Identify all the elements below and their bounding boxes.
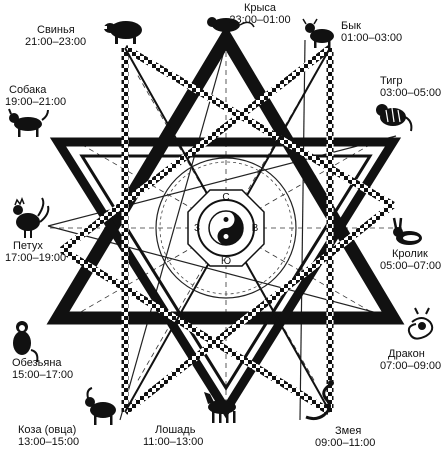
- compass-north: С: [222, 192, 229, 203]
- zodiac-name: Петух: [13, 240, 43, 252]
- zodiac-time: 21:00–23:00: [25, 36, 87, 48]
- label-snake: Змея 09:00–11:00: [315, 425, 375, 449]
- zodiac-name: Бык: [341, 20, 361, 32]
- zodiac-name: Змея: [335, 425, 362, 437]
- yin-yang-icon: [208, 210, 244, 246]
- rabbit-icon: [392, 217, 422, 245]
- label-rat: Крыса 23:00–01:00: [229, 2, 290, 26]
- zodiac-time: 13:00–15:00: [18, 436, 80, 448]
- zodiac-name: Собака: [9, 84, 47, 96]
- zodiac-name: Свинья: [37, 24, 75, 36]
- monkey-icon: [13, 321, 39, 363]
- label-rooster: Петух 17:00–19:00: [5, 240, 66, 264]
- rat-icon: [207, 17, 255, 32]
- zodiac-name: Обезьяна: [12, 357, 62, 369]
- label-goat: Коза (овца) 13:00–15:00: [18, 424, 79, 448]
- zodiac-name: Лошадь: [155, 424, 196, 436]
- zodiac-name: Коза (овца): [18, 424, 77, 436]
- goat-icon: [85, 387, 116, 425]
- zodiac-time: 01:00–03:00: [341, 32, 403, 44]
- label-monkey: Обезьяна 15:00–17:00: [12, 357, 73, 381]
- outer-circle: [155, 157, 297, 299]
- dragon-icon: [407, 307, 434, 340]
- label-horse: Лошадь 11:00–13:00: [143, 424, 203, 448]
- zodiac-time: 05:00–07:00: [380, 260, 442, 272]
- snake-icon: [305, 380, 334, 421]
- zodiac-time: 19:00–21:00: [5, 96, 67, 108]
- zodiac-name: Тигр: [380, 75, 403, 87]
- zodiac-time: 07:00–09:00: [380, 360, 442, 372]
- ox-icon: [302, 18, 334, 48]
- zodiac-name: Крыса: [243, 2, 277, 14]
- downward-triangle: [49, 137, 402, 419]
- tiger-icon: [376, 104, 413, 132]
- zodiac-time: 15:00–17:00: [12, 369, 74, 381]
- zodiac-time: 17:00–19:00: [5, 252, 67, 264]
- label-ox: Бык 01:00–03:00: [341, 20, 402, 44]
- label-tiger: Тигр 03:00–05:00: [380, 75, 441, 99]
- rooster-icon: [13, 196, 50, 238]
- zodiac-name: Дракон: [388, 348, 425, 360]
- dog-icon: [8, 108, 49, 137]
- outer-circle-dashed: [159, 161, 293, 295]
- compass-east: В: [252, 223, 259, 234]
- zodiac-time: 23:00–01:00: [229, 14, 291, 26]
- checkered-bands: [59, 44, 396, 415]
- upward-triangle: [46, 25, 405, 325]
- pig-icon: [104, 21, 142, 44]
- label-dog: Собака 19:00–21:00: [5, 84, 66, 108]
- zodiac-time: 11:00–13:00: [143, 436, 204, 448]
- zodiac-name: Кролик: [392, 248, 428, 260]
- label-rabbit: Кролик 05:00–07:00: [380, 248, 441, 272]
- zodiac-time: 09:00–11:00: [315, 437, 376, 449]
- label-pig: Свинья 21:00–23:00: [25, 24, 86, 48]
- label-dragon: Дракон 07:00–09:00: [380, 348, 441, 372]
- horse-icon: [204, 392, 236, 423]
- compass-south: Ю: [221, 256, 231, 267]
- zodiac-time: 03:00–05:00: [380, 87, 442, 99]
- downward-triangle-inner: [79, 154, 373, 391]
- compass-west: З: [194, 223, 200, 234]
